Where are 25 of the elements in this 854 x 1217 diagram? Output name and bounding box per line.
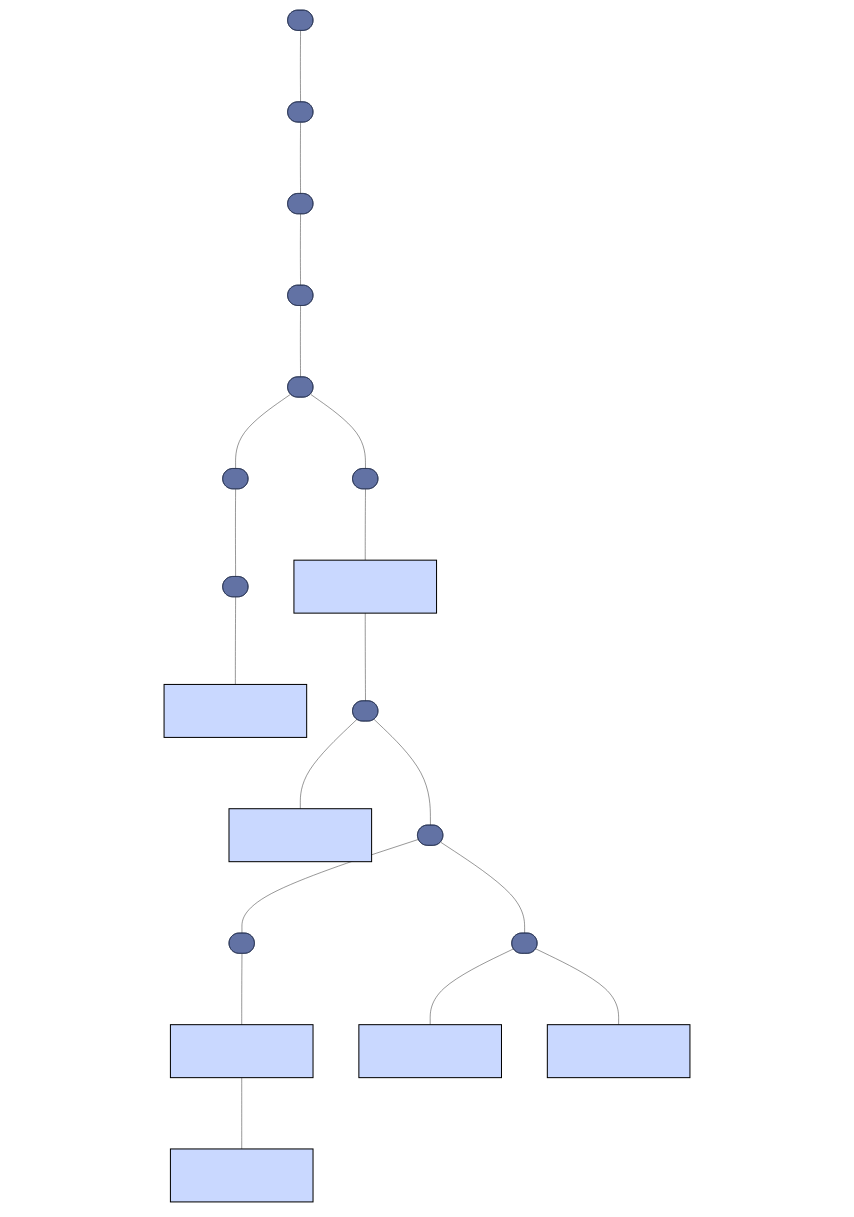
connector [241,839,419,934]
connector [241,1077,242,1150]
connector [235,596,236,685]
connector [365,488,366,561]
connector [535,948,619,1025]
connector [235,488,236,577]
connector [235,394,291,469]
connector [300,122,301,194]
node-box [169,1148,314,1203]
connector [365,612,366,702]
node-box [169,1024,314,1079]
connector [300,30,301,103]
connector [300,213,301,286]
connector [373,719,431,826]
connector [310,394,366,469]
node-box [163,683,308,738]
connector [300,305,301,378]
connector [241,953,243,1025]
connector [300,719,358,809]
node-box [546,1024,691,1079]
node-box [228,808,373,863]
connector [429,948,514,1025]
node-box [358,1024,502,1079]
connector [440,841,525,934]
node-box [293,559,438,614]
